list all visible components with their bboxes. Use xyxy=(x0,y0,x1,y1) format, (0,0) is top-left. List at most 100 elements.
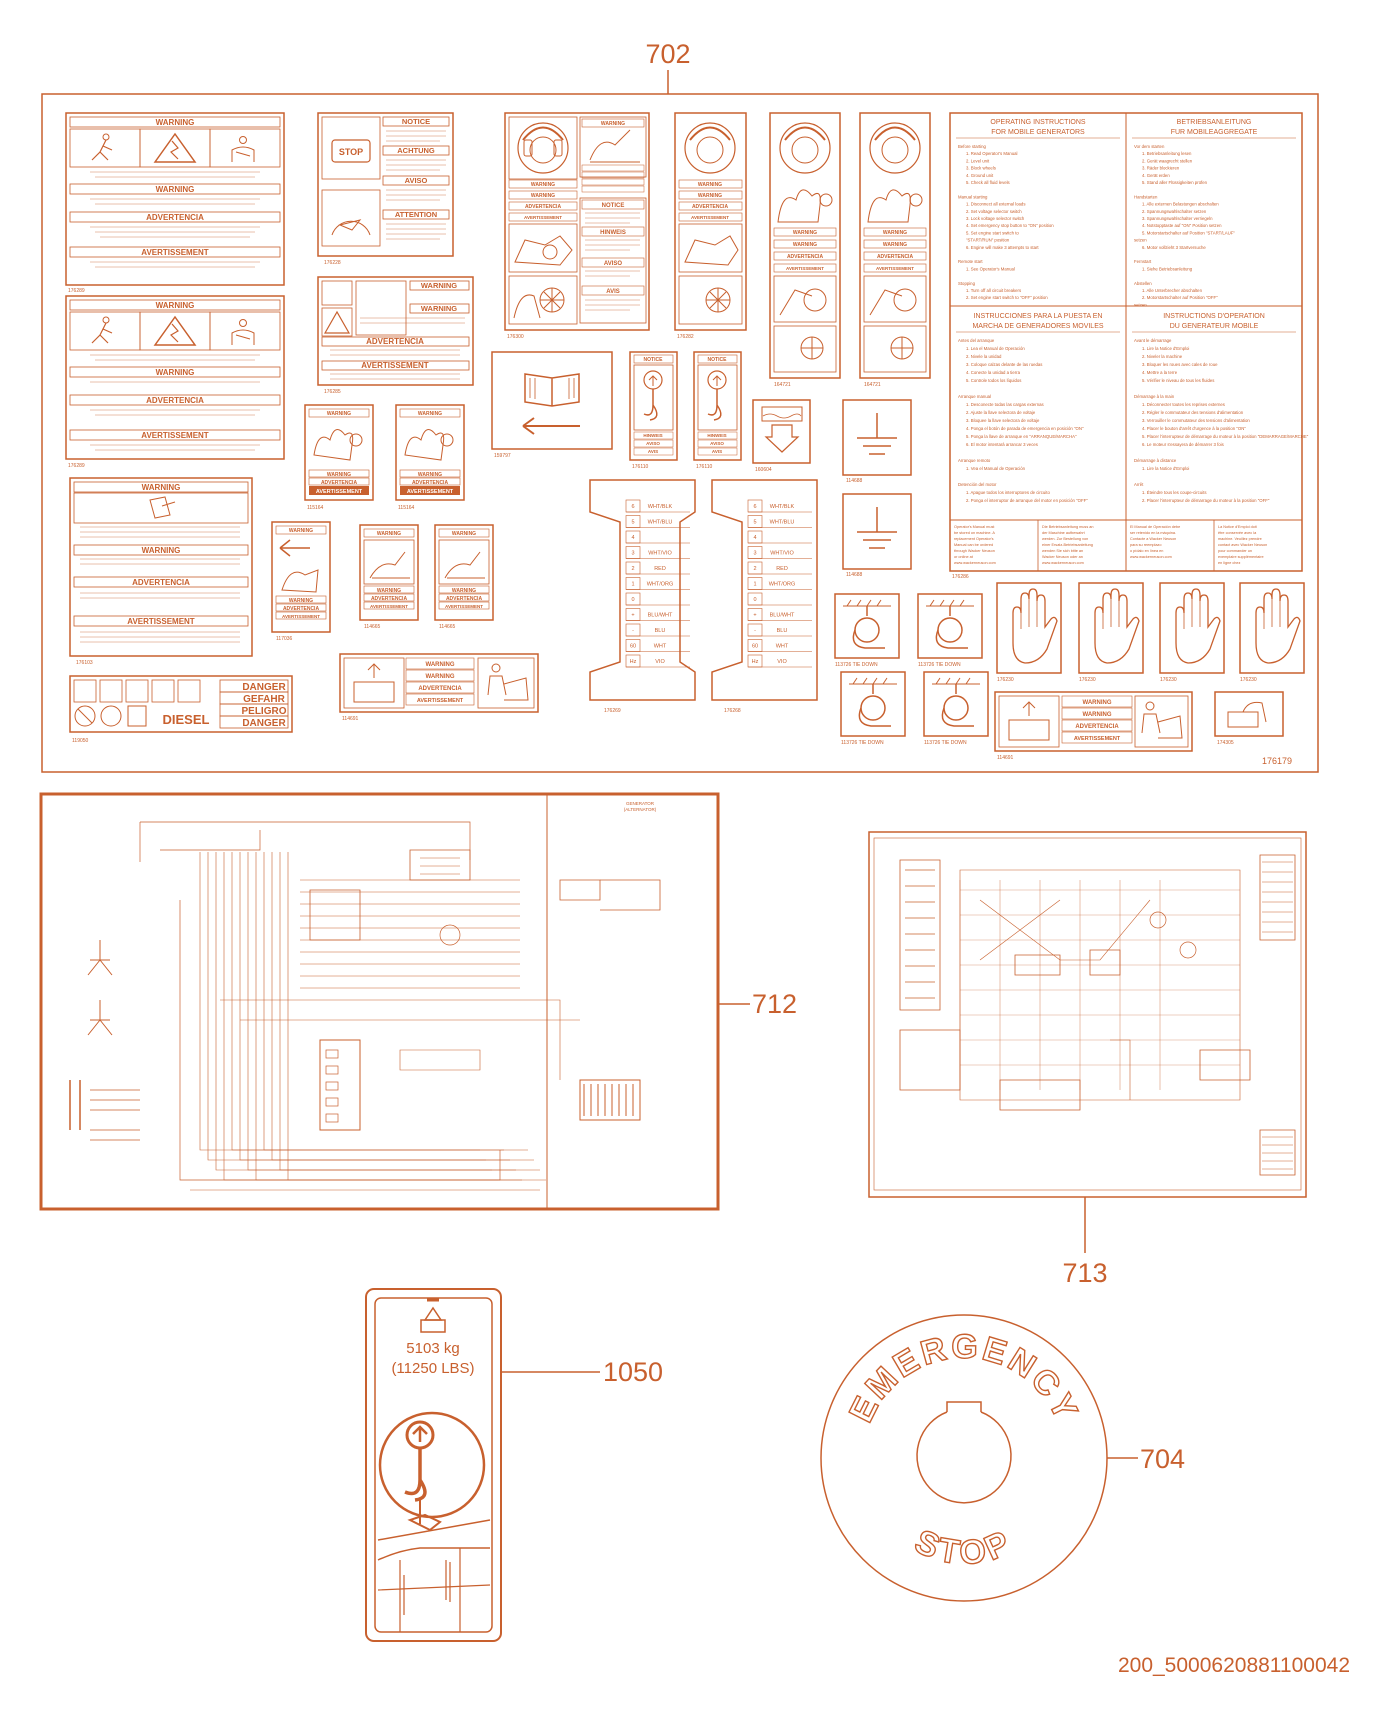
wire-label: WHT/BLK xyxy=(648,504,673,510)
svg-text:WARNING: WARNING xyxy=(1083,712,1112,718)
svg-text:WARNING: WARNING xyxy=(531,193,555,199)
instruction-line: 1. Lire la Notice d'Emploi xyxy=(1142,466,1189,471)
notice-stop-decal: STOP NOTICE ACHTUNG AVISO ATTENTION 1762… xyxy=(317,112,454,266)
svg-text:WARNING: WARNING xyxy=(142,546,181,555)
svg-text:(ALTERNATOR): (ALTERNATOR) xyxy=(624,807,657,812)
instruction-footer-line: through Wacker Neuson xyxy=(954,549,995,553)
instruction-footer-line: einer Ersatz-Betriebsanleitung xyxy=(1042,543,1093,547)
wire-label: WHT/VIO xyxy=(770,551,794,557)
instruction-line: 4. Ponga el botón de parada de emergenci… xyxy=(966,426,1084,431)
instruction-line: 3. Coloque calzas delante de las ruedas xyxy=(966,362,1042,367)
warning-decal-3: WARNING WARNING ADVERTENCIA AVERTISSEMEN… xyxy=(69,477,253,666)
instruction-line: 1. Lire la Notice d'Emploi xyxy=(1142,346,1189,351)
callout-1050: 1050 xyxy=(603,1357,663,1387)
wire-number: 0 xyxy=(753,597,756,603)
svg-text:FUR MOBILEAGGREGATE: FUR MOBILEAGGREGATE xyxy=(1171,129,1258,136)
svg-text:WARNING: WARNING xyxy=(377,531,401,537)
warning-decal-2: WARNING WARNING ADVERTENCIA AVERTISSEMEN… xyxy=(65,295,285,469)
svg-text:AVERTISSEMENT: AVERTISSEMENT xyxy=(407,489,454,495)
hearing-decal-164721-b: WARNING WARNING ADVERTENCIA AVERTISSEMEN… xyxy=(859,112,931,388)
lifting-decal-176110-b: NOTICE HINWEIS AVISO AVIS 176110 xyxy=(693,351,742,470)
wire-number: 3 xyxy=(631,551,634,557)
instruction-line: Antes del arranque xyxy=(958,338,995,343)
svg-text:119050: 119050 xyxy=(72,738,89,744)
instruction-footer-line: www.wackerneuson.com xyxy=(1130,555,1172,559)
instruction-line: 3. Bloquee la llave selectora de voltaje xyxy=(966,418,1040,423)
svg-text:ADVERTENCIA: ADVERTENCIA xyxy=(877,254,914,260)
battery-decal-small: 174305 xyxy=(1214,691,1284,746)
svg-text:DANGER: DANGER xyxy=(242,718,286,729)
wire-number: 6 xyxy=(631,504,634,510)
instruction-footer-line: Manual can be ordered xyxy=(954,543,993,547)
instruction-line: 4. Conecte la unidad a tierra xyxy=(966,370,1021,375)
svg-text:WARNING: WARNING xyxy=(418,472,442,478)
svg-text:159797: 159797 xyxy=(494,453,511,459)
instruction-line: 3. Block wheels xyxy=(966,166,996,171)
ground-decal-114688-b: 114688 xyxy=(842,493,912,578)
tie-down-label: 113726 TIE DOWN xyxy=(924,740,967,746)
wire-number: + xyxy=(753,613,756,619)
svg-text:AVERTISSEMENT: AVERTISSEMENT xyxy=(361,361,429,370)
wire-number: 60 xyxy=(630,644,636,650)
instruction-line: Handstarten xyxy=(1134,194,1158,199)
svg-text:AVERTISSEMENT: AVERTISSEMENT xyxy=(370,604,408,609)
instruction-line: 5. Ponga la llave de arranque en "ARRANQ… xyxy=(966,434,1077,439)
instruction-line: Démarrage à la main xyxy=(1134,394,1175,399)
stop-text: STOP xyxy=(909,1522,1019,1573)
wire-label: WHT/BLK xyxy=(770,504,795,510)
svg-text:MARCHA DE GENERADORES MOVILES: MARCHA DE GENERADORES MOVILES xyxy=(972,323,1103,330)
svg-text:WARNING: WARNING xyxy=(289,528,313,534)
wire-label: RED xyxy=(776,566,788,572)
svg-text:ADVERTENCIA: ADVERTENCIA xyxy=(321,480,358,486)
wire-number: 5 xyxy=(631,520,634,526)
callout-704: 704 xyxy=(1140,1444,1185,1474)
instruction-footer-line: be stored on machine. A xyxy=(954,531,995,535)
svg-text:164721: 164721 xyxy=(774,382,791,388)
instruction-line: 1. Éteindre tous les coupe-circuits xyxy=(1142,490,1207,495)
instruction-footer-line: ser retenido en la máquina. xyxy=(1130,531,1176,535)
svg-text:AVERTISSEMENT: AVERTISSEMENT xyxy=(876,266,914,271)
svg-text:WARNING: WARNING xyxy=(452,588,476,594)
instruction-footer-line: wenden Sie sich bitte an xyxy=(1042,549,1083,553)
instruction-footer-line: machine. Veuillez prendre xyxy=(1218,537,1262,541)
svg-text:ADVERTENCIA: ADVERTENCIA xyxy=(132,578,190,587)
svg-text:AVERTISSEMENT: AVERTISSEMENT xyxy=(786,266,824,271)
svg-text:AVERTISSEMENT: AVERTISSEMENT xyxy=(127,617,195,626)
svg-text:176285: 176285 xyxy=(324,389,341,395)
svg-text:114665: 114665 xyxy=(439,624,456,630)
instruction-line: 1. Vea el Manual de Operación xyxy=(966,466,1026,471)
instruction-line: 6. Engine will make 3 attempts to start xyxy=(966,245,1039,250)
svg-text:HINWEIS: HINWEIS xyxy=(707,433,726,438)
warning-decal-115164-b: WARNING WARNING ADVERTENCIA AVERTISSEMEN… xyxy=(395,404,465,511)
instruction-line: 2. Régler le commutateur des tensions d'… xyxy=(1142,410,1244,415)
svg-text:160604: 160604 xyxy=(755,467,772,473)
operating-instructions-decal: OPERATING INSTRUCTIONS FOR MOBILE GENERA… xyxy=(949,112,1309,580)
manual-decal-159797: 159797 xyxy=(491,351,613,459)
lifting-weight-kg: 5103 kg xyxy=(406,1340,459,1357)
instruction-line: 4. Notstopptaste auf "ON" Position setze… xyxy=(1142,223,1222,228)
sheet-number: 176289 xyxy=(62,0,66,1)
svg-text:AVISO: AVISO xyxy=(405,176,428,185)
instruction-line: Avant le démarrage xyxy=(1134,338,1172,343)
lifting-capacity-decal-1050: 5103 kg (11250 LBS) xyxy=(365,1288,502,1642)
svg-text:WARNING: WARNING xyxy=(142,483,181,492)
instruction-line: "START/RUN" position xyxy=(966,238,1010,243)
instruction-line: Arranque manual xyxy=(958,394,991,399)
instruction-line: 2. Ponga el interruptor de arranque del … xyxy=(966,498,1088,503)
instruction-line: Detención del motor xyxy=(958,482,997,487)
instruction-line: 2. Set engine start switch to "OFF" posi… xyxy=(966,295,1048,300)
instruction-footer-line: contact avec Wacker Neuson xyxy=(1218,543,1267,547)
svg-text:WARNING: WARNING xyxy=(601,121,625,127)
wire-label: BLU xyxy=(655,628,666,634)
instruction-footer-line: en ligne chez xyxy=(1218,561,1240,565)
instruction-footer-line: pour commander un xyxy=(1218,549,1252,553)
svg-text:WARNING: WARNING xyxy=(418,411,442,417)
battery-warning-decal-b: WARNING WARNING ADVERTENCIA AVERTISSEMEN… xyxy=(994,691,1193,761)
instruction-line: setzen xyxy=(1134,302,1147,307)
instruction-line: 3. Bloquer les roues avec cales de roue xyxy=(1142,362,1218,367)
